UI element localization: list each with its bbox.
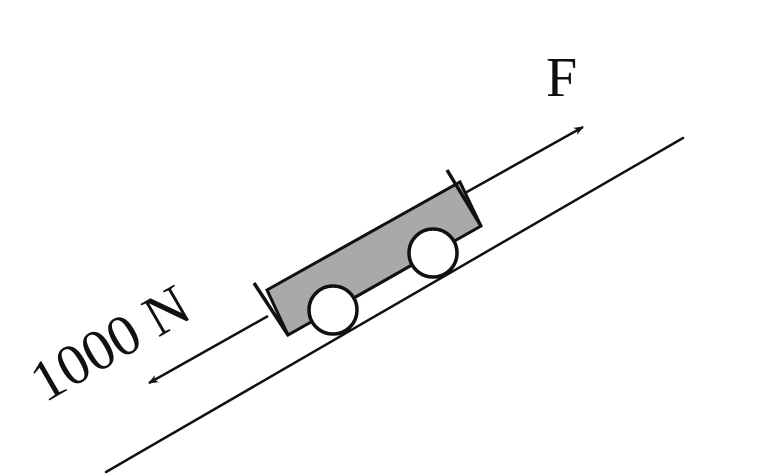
- opposing-force-arrow: [148, 314, 269, 385]
- cart-rear-end: [252, 282, 290, 336]
- incline-surface: [104, 136, 685, 474]
- rear-wheel: [307, 284, 359, 336]
- applied-force-label: F: [546, 47, 577, 109]
- applied-force-arrow: [464, 125, 584, 195]
- cart-front-end: [445, 169, 483, 227]
- front-wheel: [407, 227, 459, 279]
- opposing-force-label: 1000 N: [19, 272, 201, 414]
